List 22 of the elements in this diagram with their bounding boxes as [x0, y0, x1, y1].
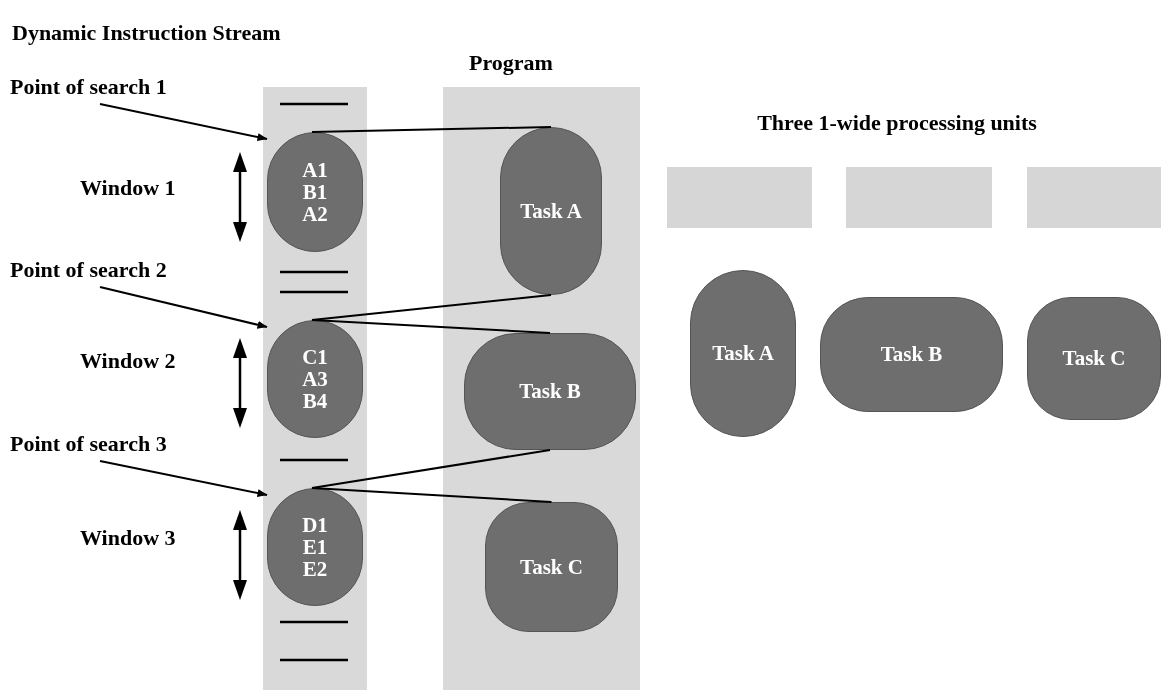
window-label: Window 2 — [80, 348, 176, 374]
task-shape: Task C — [485, 502, 618, 632]
processing-unit-box — [667, 167, 812, 228]
connector-line — [311, 487, 553, 503]
column-heading: Dynamic Instruction Stream — [12, 20, 281, 46]
pointer-label: Point of search 1 — [10, 74, 250, 102]
arrow — [99, 286, 268, 329]
connector-line — [311, 319, 551, 334]
column-heading: Program — [469, 50, 553, 76]
task-shape: Task C — [1027, 297, 1161, 420]
processing-unit-box — [1027, 167, 1161, 228]
pointer-label: Point of search 2 — [10, 257, 250, 285]
task-shape: Task B — [820, 297, 1003, 412]
arrow — [99, 460, 268, 497]
units-heading: Three 1-wide processing units — [756, 110, 1038, 136]
task-shape: Task A — [690, 270, 796, 437]
connector-line — [311, 126, 552, 133]
window-label: Window 3 — [80, 525, 176, 551]
processing-unit-box — [846, 167, 992, 228]
arrow — [99, 103, 268, 141]
pointer-label: Point of search 3 — [10, 431, 250, 459]
window-label: Window 1 — [80, 175, 176, 201]
